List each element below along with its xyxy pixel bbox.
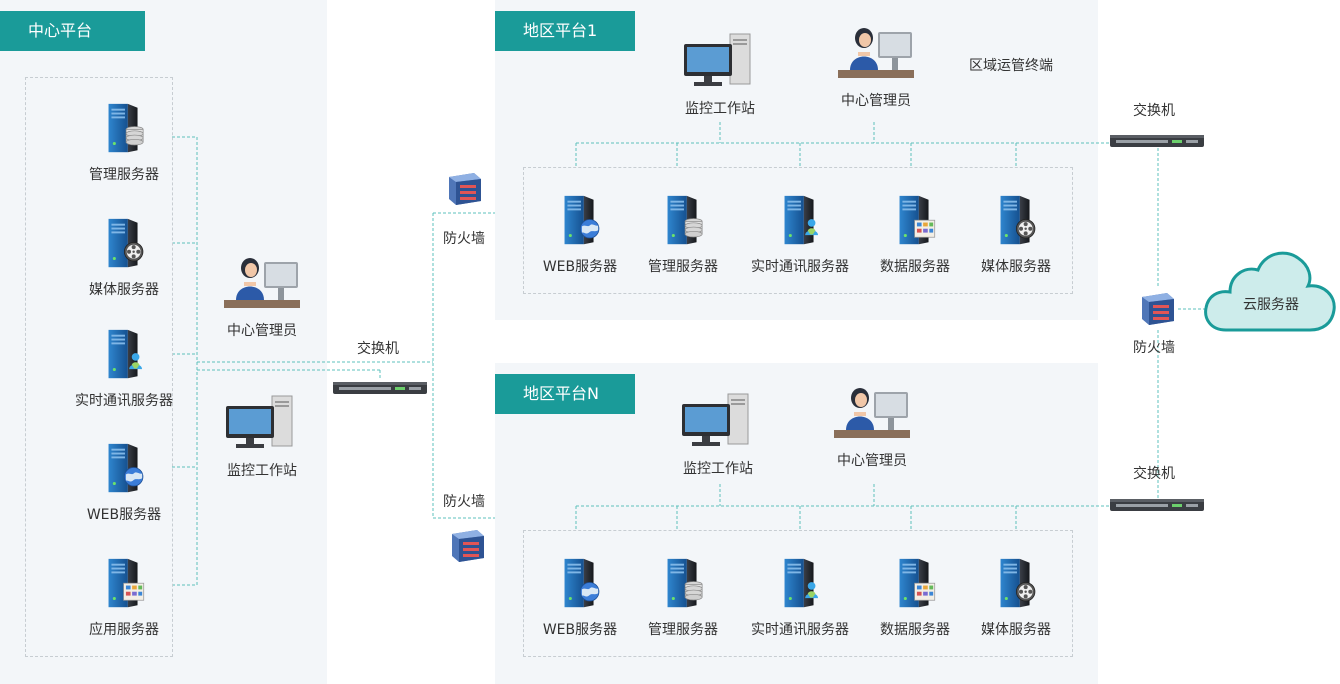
admin-icon (834, 22, 918, 84)
regionN-admin: 中心管理员 (797, 382, 947, 470)
region1-server-label: 数据服务器 (880, 259, 950, 275)
center-platform-panel (0, 0, 327, 684)
region1-title: 地区平台1 (495, 11, 635, 51)
center-server-label: 管理服务器 (89, 167, 159, 183)
region1-workstation-label: 监控工作站 (685, 101, 755, 117)
cloud-server-label: 云服务器 (1243, 297, 1299, 313)
firewall-bottom-label: 防火墙 (443, 494, 485, 510)
center-switch-label: 交换机 (357, 341, 399, 357)
regionN-workstation-label: 监控工作站 (683, 461, 753, 477)
regionN-admin-label: 中心管理员 (837, 453, 907, 469)
center-server-media: 媒体服务器 (49, 215, 199, 299)
firewall-icon (446, 169, 484, 207)
region1-server-data: 数据服务器 (840, 192, 990, 276)
data-server-icon (886, 192, 936, 250)
media-server-icon (987, 192, 1036, 250)
switch-icon (1110, 495, 1204, 515)
region1-server-label: 媒体服务器 (981, 259, 1051, 275)
workstation-icon (678, 30, 762, 92)
firewall-top-label: 防火墙 (443, 231, 485, 247)
regionN-workstation: 监控工作站 (643, 390, 793, 478)
regionN-server-web: WEB服务器 (505, 555, 655, 639)
region1-server-management: 管理服务器 (608, 192, 758, 276)
center-server-label: 媒体服务器 (89, 282, 159, 298)
region1-server-realtime: 实时通讯服务器 (725, 192, 875, 276)
region1-admin-label: 中心管理员 (841, 93, 911, 109)
media-server-icon (95, 215, 144, 273)
admin-icon (830, 382, 914, 444)
region1-admin: 中心管理员 (801, 22, 951, 110)
center-server-web: WEB服务器 (49, 440, 199, 524)
web-server-icon (551, 555, 600, 613)
right-switch-top (1110, 131, 1204, 151)
center-workstation: 监控工作站 (187, 392, 337, 480)
center-servers-box (25, 77, 173, 657)
center-server-label: 实时通讯服务器 (75, 393, 173, 409)
admin-icon (220, 252, 304, 314)
center-server-label: WEB服务器 (86, 507, 162, 523)
realtime-communication-server-icon (771, 192, 819, 250)
management-server-icon (654, 555, 703, 613)
switch-icon (1110, 131, 1204, 151)
region1-server-web: WEB服务器 (505, 192, 655, 276)
region1-workstation: 监控工作站 (645, 30, 795, 118)
regionN-server-label: 媒体服务器 (981, 622, 1051, 638)
center-platform-title: 中心平台 (0, 11, 145, 51)
center-switch (333, 378, 427, 398)
regionN-server-label: WEB服务器 (542, 622, 618, 638)
realtime-communication-server-icon (771, 555, 819, 613)
regionN-server-label: 实时通讯服务器 (751, 622, 849, 638)
firewall-icon (1139, 289, 1177, 327)
right-switch-top-label: 交换机 (1133, 103, 1175, 119)
center-workstation-label: 监控工作站 (227, 463, 297, 479)
web-server-icon (551, 192, 600, 250)
firewall-icon (449, 526, 487, 564)
cloud-server: 云服务器 (1202, 246, 1340, 334)
region1-server-label: 实时通讯服务器 (751, 259, 849, 275)
regionN-title: 地区平台N (495, 374, 635, 414)
web-server-icon (95, 440, 144, 498)
data-server-icon (886, 555, 936, 613)
regionN-panel (495, 363, 1098, 684)
center-admin: 中心管理员 (187, 252, 337, 340)
center-server-management: 管理服务器 (49, 100, 199, 184)
center-server-application: 应用服务器 (49, 555, 199, 639)
workstation-icon (676, 390, 760, 452)
management-server-icon (95, 100, 144, 158)
regionN-server-realtime: 实时通讯服务器 (725, 555, 875, 639)
regionN-server-management: 管理服务器 (608, 555, 758, 639)
region1-servers-box (523, 167, 1073, 294)
management-server-icon (654, 192, 703, 250)
regionN-server-media: 媒体服务器 (941, 555, 1091, 639)
realtime-communication-server-icon (95, 326, 143, 384)
right-switch-bottom-label: 交换机 (1133, 466, 1175, 482)
region1-server-label: 管理服务器 (648, 259, 718, 275)
regionN-servers-box (523, 530, 1073, 657)
center-admin-label: 中心管理员 (227, 323, 297, 339)
region1-terminal-label: 区域运管终端 (969, 58, 1053, 74)
region1-server-label: WEB服务器 (542, 259, 618, 275)
application-server-icon (95, 555, 145, 613)
workstation-icon (220, 392, 304, 454)
center-server-realtime: 实时通讯服务器 (49, 326, 199, 410)
right-firewall-label: 防火墙 (1133, 340, 1175, 356)
region1-panel (495, 0, 1098, 320)
cloud-icon (1204, 251, 1336, 332)
firewall-bottom (449, 526, 487, 564)
regionN-server-label: 管理服务器 (648, 622, 718, 638)
firewall-top (446, 169, 484, 207)
center-server-label: 应用服务器 (89, 622, 159, 638)
regionN-server-data: 数据服务器 (840, 555, 990, 639)
switch-icon (333, 378, 427, 398)
right-firewall (1139, 289, 1177, 327)
regionN-server-label: 数据服务器 (880, 622, 950, 638)
media-server-icon (987, 555, 1036, 613)
region1-server-media: 媒体服务器 (941, 192, 1091, 276)
right-switch-bottom (1110, 495, 1204, 515)
